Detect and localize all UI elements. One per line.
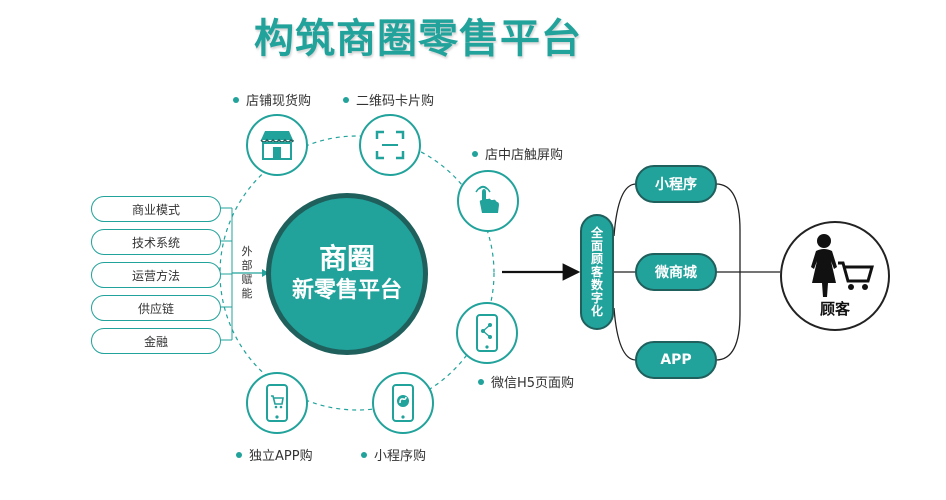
central-hub: 商圈 新零售平台 — [266, 193, 428, 355]
bullet-dot — [236, 451, 242, 458]
bullet-dot — [478, 378, 484, 385]
digitalization-label: 全面顾客数字化 — [590, 225, 603, 318]
qr-scan-icon — [375, 130, 405, 160]
bullet-dot — [343, 96, 349, 103]
app-node — [246, 372, 308, 434]
bullet-dot — [472, 150, 478, 157]
touch-hand-icon — [475, 185, 499, 213]
left-item-tech-system: 技术系统 — [91, 229, 221, 255]
h5-node — [456, 302, 518, 364]
qr-node — [359, 114, 421, 176]
label-touch-purchase: 店中店触屏购 — [472, 144, 563, 163]
label-qr-purchase: 二维码卡片购 — [343, 90, 434, 109]
customer-digitalization-pill: 全面顾客数字化 — [580, 214, 614, 330]
miniprogram-node — [372, 372, 434, 434]
label-miniprogram-purchase: 小程序购 — [361, 445, 426, 464]
phone-share-icon — [476, 314, 498, 352]
bullet-dot — [233, 96, 239, 103]
label-app-purchase: 独立APP购 — [236, 445, 313, 464]
phone-miniprogram-icon — [392, 384, 414, 422]
left-item-operations: 运营方法 — [91, 262, 221, 288]
page-title: 构筑商圈零售平台 — [254, 16, 582, 62]
channel-miniprogram: 小程序 — [635, 165, 717, 203]
storefront-node — [246, 114, 308, 176]
external-arrow-head — [262, 269, 269, 277]
left-item-business-model: 商业模式 — [91, 196, 221, 222]
orbit-ring — [219, 135, 495, 411]
storefront-icon — [260, 131, 294, 160]
label-store-purchase: 店铺现货购 — [233, 90, 311, 109]
left-bracket — [220, 207, 233, 341]
touch-node — [457, 170, 519, 232]
channel-app: APP — [635, 341, 717, 379]
left-item-finance: 金融 — [91, 328, 221, 354]
channel-connectors — [613, 183, 780, 361]
customer-circle — [780, 221, 890, 331]
external-empowerment-label: 外部赋能 — [241, 245, 253, 300]
shopper-cart-icon — [811, 234, 874, 297]
label-h5-purchase: 微信H5页面购 — [478, 372, 574, 391]
customer-label: 顾客 — [819, 300, 850, 318]
channel-micro-mall: 微商城 — [635, 253, 717, 291]
left-item-supply-chain: 供应链 — [91, 295, 221, 321]
phone-cart-icon — [266, 384, 288, 422]
hub-line1: 商圈 — [318, 242, 375, 275]
hub-line2: 新零售平台 — [291, 278, 402, 303]
bullet-dot — [361, 451, 367, 458]
